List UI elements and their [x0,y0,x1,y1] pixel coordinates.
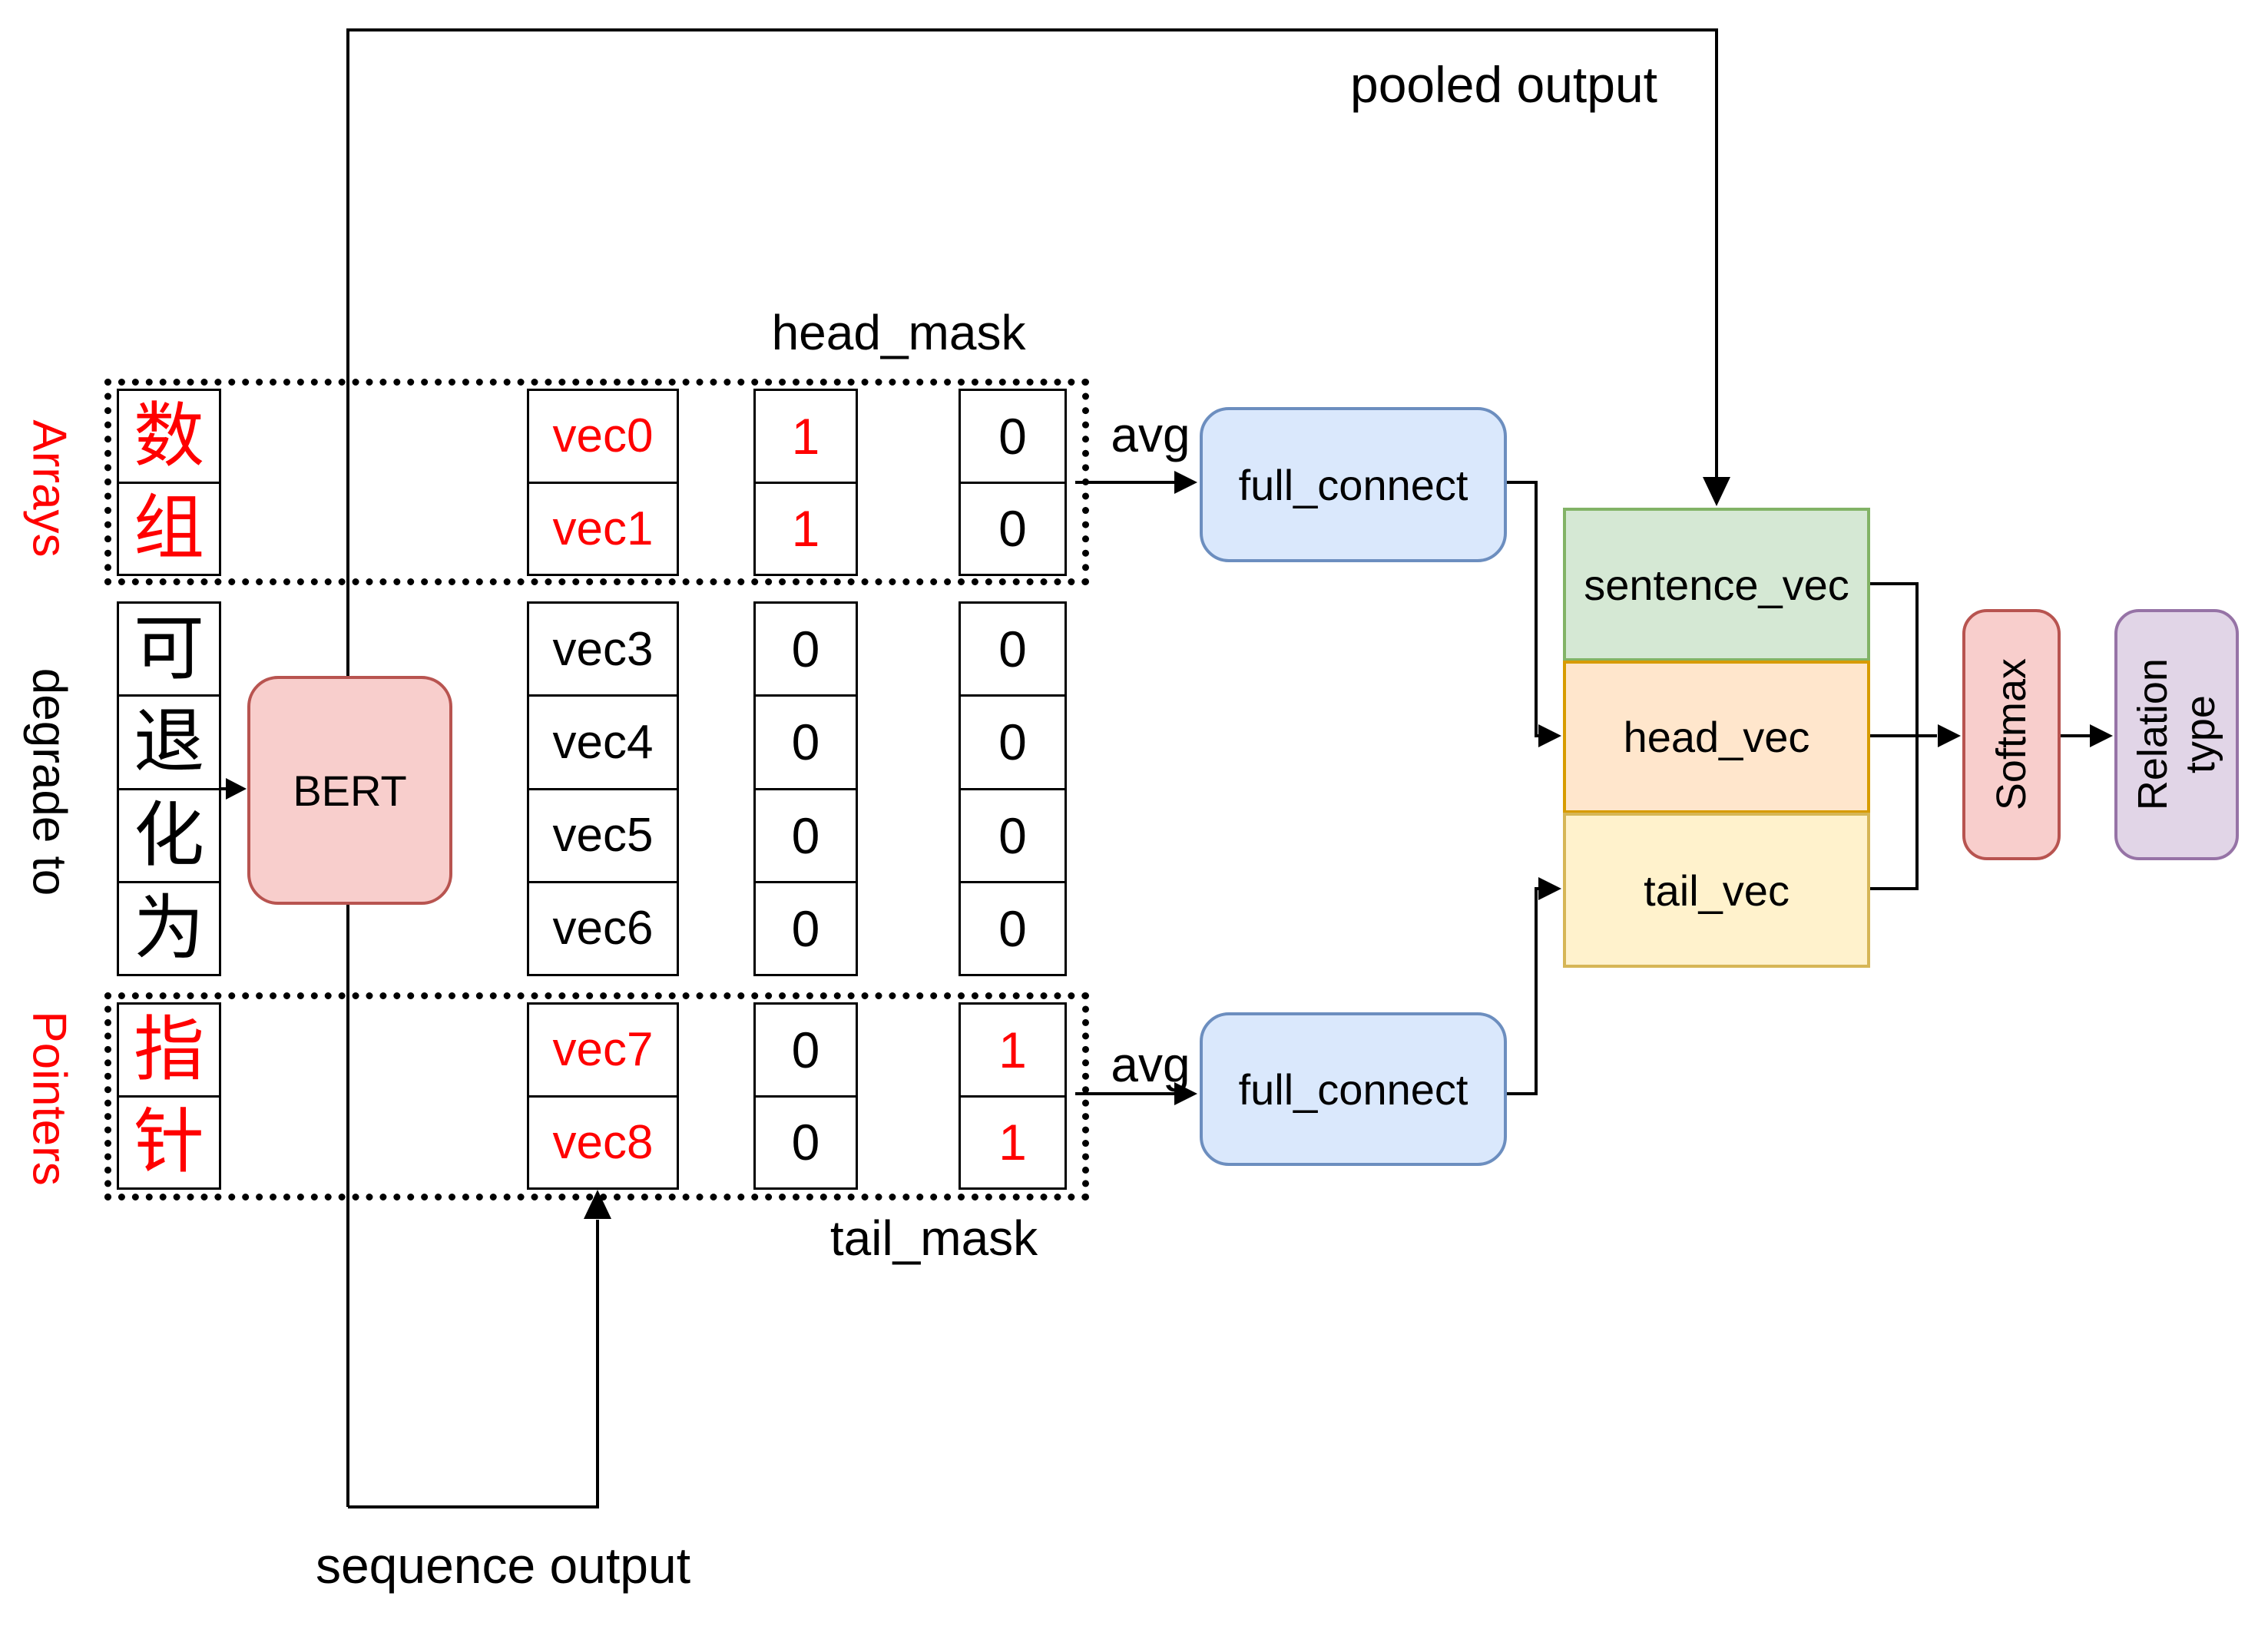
avg-tail-arrowhead-icon [1174,1082,1197,1105]
softmax-node: Softmax [1962,609,2061,860]
vector-column-middle-group: vec3 vec4 vec5 vec6 [527,601,679,976]
sequence-output-line [348,1220,599,1508]
head-mask-cell: 1 [756,481,856,575]
token-cell: 指 [133,1010,204,1089]
arrays-entity-dotted-box [104,379,1089,585]
token-cell: 为 [119,880,219,974]
degrade-to-side-label: degrade to [22,667,76,896]
token-column-pointers-group: 指 针 [117,1002,221,1190]
tail-vec-connector-line [1870,736,1919,890]
tail-mask-middle-group: 0 0 0 0 [959,601,1067,976]
avg-head-arrowhead-icon [1174,471,1197,494]
head-mask-arrays-group: 1 1 [753,389,858,576]
vector-cell: vec1 [529,481,677,575]
head-mask-middle-group: 0 0 0 0 [753,601,858,976]
head-mask-label: head_mask [771,305,1026,360]
full-connect-head-node: full_connect [1200,407,1507,562]
token-cell: 退 [119,694,219,787]
head-vec-label: head_vec [1623,713,1810,761]
vector-cell: vec6 [529,880,677,974]
tail-mask-label: tail_mask [829,1210,1038,1266]
relation-type-line1: Relation [2129,658,2176,811]
vector-cell: vec3 [552,622,654,676]
head-mask-cell: 0 [791,1021,820,1078]
relation-type-line2: type [2177,695,2223,774]
token-cell: 数 [133,396,204,475]
full-connect-tail-label: full_connect [1238,1065,1468,1114]
head-mask-cell: 0 [756,1094,856,1188]
softmax-arrowhead-icon [1938,724,1961,747]
tail-mask-cell: 0 [961,880,1064,974]
tail-mask-cell: 0 [961,787,1064,881]
softmax-label: Softmax [1988,658,2035,811]
pointers-side-label: Pointers [22,1011,76,1186]
vector-cell: vec8 [529,1094,677,1188]
fc-head-arrowhead-icon [1538,724,1561,747]
fc-head-out-line [1506,481,1539,737]
relation-type-label: Relation type [2129,658,2224,810]
tail-mask-cell: 1 [961,1094,1064,1188]
pooled-output-label: pooled output [1349,56,1658,113]
pooled-output-arrowhead-icon [1703,477,1730,506]
head-mask-cell: 0 [791,621,820,678]
sentence-vec-connector-line [1870,582,1919,736]
token-to-bert-arrowhead-icon [226,778,247,800]
tail-mask-cell: 0 [961,694,1064,787]
token-cell: 针 [119,1094,219,1188]
head-mask-cell: 1 [791,407,820,465]
relation-type-node: Relation type [2114,609,2239,860]
arrays-side-label: Arrays [22,419,76,558]
token-cell: 可 [133,610,204,689]
head-mask-pointers-group: 0 0 [753,1002,858,1190]
tail-vec-label: tail_vec [1644,866,1790,915]
vector-cell: vec7 [552,1023,654,1077]
head-mask-cell: 0 [756,787,856,881]
relation-arrowhead-icon [2090,724,2113,747]
bert-node-label: BERT [293,766,407,815]
full-connect-head-label: full_connect [1238,460,1468,509]
tail-mask-pointers-group: 1 1 [959,1002,1067,1190]
vector-cell: vec4 [529,694,677,787]
sequence-output-label: sequence output [315,1537,691,1594]
vector-column-pointers-group: vec7 vec8 [527,1002,679,1190]
fc-tail-out-line [1506,887,1539,1095]
token-column-middle-group: 可 退 化 为 [117,601,221,976]
head-mask-cell: 0 [756,880,856,974]
tail-mask-cell: 0 [998,407,1027,465]
tail-mask-cell: 0 [961,481,1064,575]
tail-mask-arrays-group: 0 0 [959,389,1067,576]
avg-head-label: avg [1111,407,1190,462]
vector-cell: vec0 [552,409,654,463]
vector-column-arrays-group: vec0 vec1 [527,389,679,576]
sequence-output-arrowhead-icon [584,1190,611,1219]
token-cell: 化 [119,787,219,881]
sentence-vec-label: sentence_vec [1584,560,1849,609]
token-column-arrays-group: 数 组 [117,389,221,576]
head-vec-node: head_vec [1563,661,1870,813]
fc-tail-arrowhead-icon [1538,877,1561,900]
pointers-entity-dotted-box [104,992,1089,1200]
token-cell: 组 [119,481,219,575]
tail-vec-node: tail_vec [1563,813,1870,968]
bert-node: BERT [247,676,452,905]
head-mask-cell: 0 [756,694,856,787]
sentence-vec-node: sentence_vec [1563,508,1870,661]
avg-tail-label: avg [1111,1037,1190,1092]
full-connect-tail-node: full_connect [1200,1012,1507,1166]
vector-cell: vec5 [529,787,677,881]
tail-mask-cell: 0 [998,621,1027,678]
tail-mask-cell: 1 [998,1021,1027,1078]
